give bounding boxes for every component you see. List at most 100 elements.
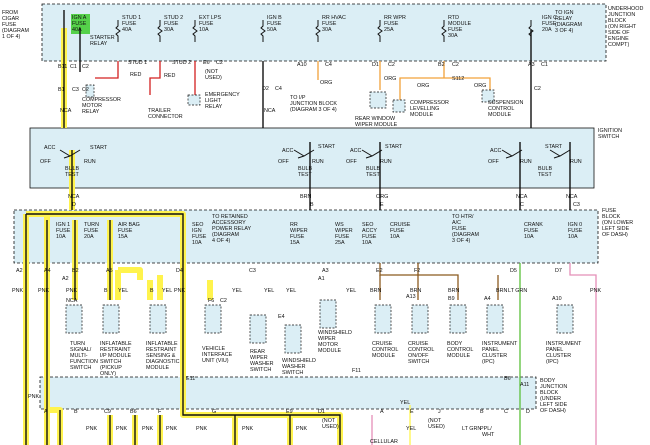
ign-run-label-4: RUN [570,159,582,165]
small-pin-8: A1 [318,276,325,282]
underhood-fuse-0-label-line-2: 40A [122,27,132,33]
from-cigar-fuse-label-line-1: CIGAR [2,16,19,22]
suspension-control-module-label-line-1: CONTROL [488,106,514,112]
body-jb-wire-5: PNK [242,426,253,432]
rear-wiper-washer-switch-label-line-3: SWITCH [250,367,271,373]
mid-pin-19: C4 [275,86,282,92]
body-jb-not-used-label-line-1: USED) [322,424,339,430]
fuse-block-fuse-3-label-line-1: IGN [192,228,202,234]
turn-signal-switch-label-line-0: TURN [70,341,85,347]
instrument-panel-cluster-2-label-line-3: (IPC) [546,359,559,365]
underhood-fuse-2-label-line-2: 10A [199,27,209,33]
fuse-block-pin-4: D4 [176,268,183,274]
body-jb-pin-10: J [438,409,441,415]
wire-color-3: YEL [232,288,242,294]
underhood-junction-block-label-line-0: UNDERHOOD [608,6,643,12]
wire-color-2: PNK [66,288,77,294]
small-pin-15: F11 [352,368,361,374]
bulb-test-label-3-line-0: BULB [538,166,552,172]
mid-pin-10: C2 [388,62,395,68]
to-htr-ac-fuse-label-line-1: A/C [452,220,461,226]
turn-signal-switch-label-line-2: MULTI- [70,353,88,359]
wires-black [25,10,571,445]
ign-run-label-2: RUN [380,159,392,165]
ign-run-label-1: RUN [312,159,324,165]
fuse-block-fuse-1-label-line-2: 20A [84,234,94,240]
fuse-block-fuse-4-label-line-1: WIPER [290,228,308,234]
body-jb-pin-11: B [480,409,484,415]
fuse-block-fuse-9-label-line-2: 10A [568,234,578,240]
rear-window-wiper-module-label-line-1: WIPER MODULE [355,122,398,128]
fuse-block-pin-5: C3 [249,268,256,274]
body-junction-block-label-line-3: (UNDER [540,396,561,402]
fuse-block-fuse-8-label-line-2: 10A [524,234,534,240]
vehicle-interface-unit-label-line-1: INTERFACE [202,352,233,358]
ign-acc-label-0: ACC [44,145,55,151]
underhood-fuse-5-label-line-0: RR WPR [384,15,406,21]
underhood-fuse-5-label-line-1: FUSE [384,21,399,27]
body-jb-pin-4: F [158,409,162,415]
vehicle-interface-unit-label-line-2: UNIT (VIU) [202,358,229,364]
instrument-panel-cluster-2-label-line-2: CLUSTER [546,353,571,359]
body-junction-block-label-line-4: LEFT SIDE [540,402,568,408]
inflatable-restraint-sdm-label-line-1: RESTRAINT [146,347,177,353]
not-used-label-line-1: USED) [205,75,222,81]
ign-a-fuse-highlight [71,14,90,34]
underhood-junction-block-label-line-1: JUNCTION [608,12,635,18]
small-pin-2: B [104,288,108,294]
small-pin-4: B [150,288,154,294]
body-jb-not-used-2-label-line-1: USED) [428,424,445,430]
ign-a-fuse-label-line-1: FUSE [72,21,87,27]
inflatable-restraint-ip-switch-label-line-5: ONLY) [100,371,116,377]
mid-pin-3: STUD 1 [128,60,147,66]
ignition-switch-label-line-1: SWITCH [598,134,619,140]
to-htr-ac-fuse-label-line-0: TO HTR/ [452,214,474,220]
mid-wire-label-5: ORG [474,83,486,89]
fuse-block-fuse-9-label-line-0: IGN 0 [568,222,582,228]
wire-color-12: LT GRN [508,288,527,294]
wires-brown [379,263,499,300]
fuse-block-fuse-0-label-line-1: FUSE [56,228,71,234]
body-junction-block-box [39,376,537,410]
body-control-module-label-line-2: MODULE [447,353,470,359]
ign-a-fuse-label-line-2: 40A [72,27,82,33]
fuse-block-fuse-4-label-line-2: FUSE [290,234,305,240]
fuse-block-fuse-5-label-line-3: 25A [335,240,345,246]
fuse-block-fuse-7-label-line-2: 10A [390,234,400,240]
wire-color-7: YEL [346,288,356,294]
wire-color-10: BRN [448,288,459,294]
ign-out-wire-1: BRN [300,194,311,200]
mid-pin-16: C3 [72,87,79,93]
body-junction-block-label-line-1: JUNCTION [540,384,567,390]
ign-a-fuse-label-line-0: IGN A [72,15,87,21]
underhood-fuse-6-label-line-0: RTD [448,15,459,21]
fuse-block-label-line-1: BLOCK [602,214,621,220]
cruise-control-module-label-line-2: MODULE [372,353,395,359]
instrument-panel-cluster-label-line-3: (IPC) [482,359,495,365]
suspension-control-module-label-line-0: SUSPENSION [488,100,523,106]
mid-pin-18: D2 [262,86,269,92]
small-pin-0: A2 [62,276,69,282]
fuse-block-fuse-5-label-line-2: FUSE [335,234,350,240]
ign-switch-contact-1 [293,149,315,159]
small-pin-3: YEL [118,288,128,294]
ign-out-wire-2: ORG [376,194,388,200]
instrument-panel-cluster-2-label-line-1: PANEL [546,347,563,353]
ign-acc-label-3: ACC [490,148,501,154]
to-ip-junction-block-label-line-0: TO I/P [290,95,306,101]
ign-switch-contact-0 [59,149,81,159]
mid-pin-8: C4 [325,62,332,68]
body-jb-wire-8: LT GRN [462,426,481,432]
fuse-block-fuse-7-label-line-0: CRUISE [390,222,411,228]
underhood-fuse-3-label-line-0: IGN B [267,15,282,21]
underhood-fuse-6-label-line-1: MODULE [448,21,471,27]
body-jb-not-used-2-label-line-0: (NOT [428,418,442,424]
mid-pin-15: B1 [58,87,65,93]
small-pin-17: A11 [520,382,529,388]
compressor-motor-relay-label-line-0: COMPRESSOR [82,97,121,103]
body-jb-wire-2: PNK [142,426,153,432]
to-ign-relay-label-line-2: (DIAGRAM [555,22,582,28]
bulb-test-label-3-line-1: TEST [538,172,552,178]
instrument-panel-cluster-label-line-0: INSTRUMENT [482,341,518,347]
